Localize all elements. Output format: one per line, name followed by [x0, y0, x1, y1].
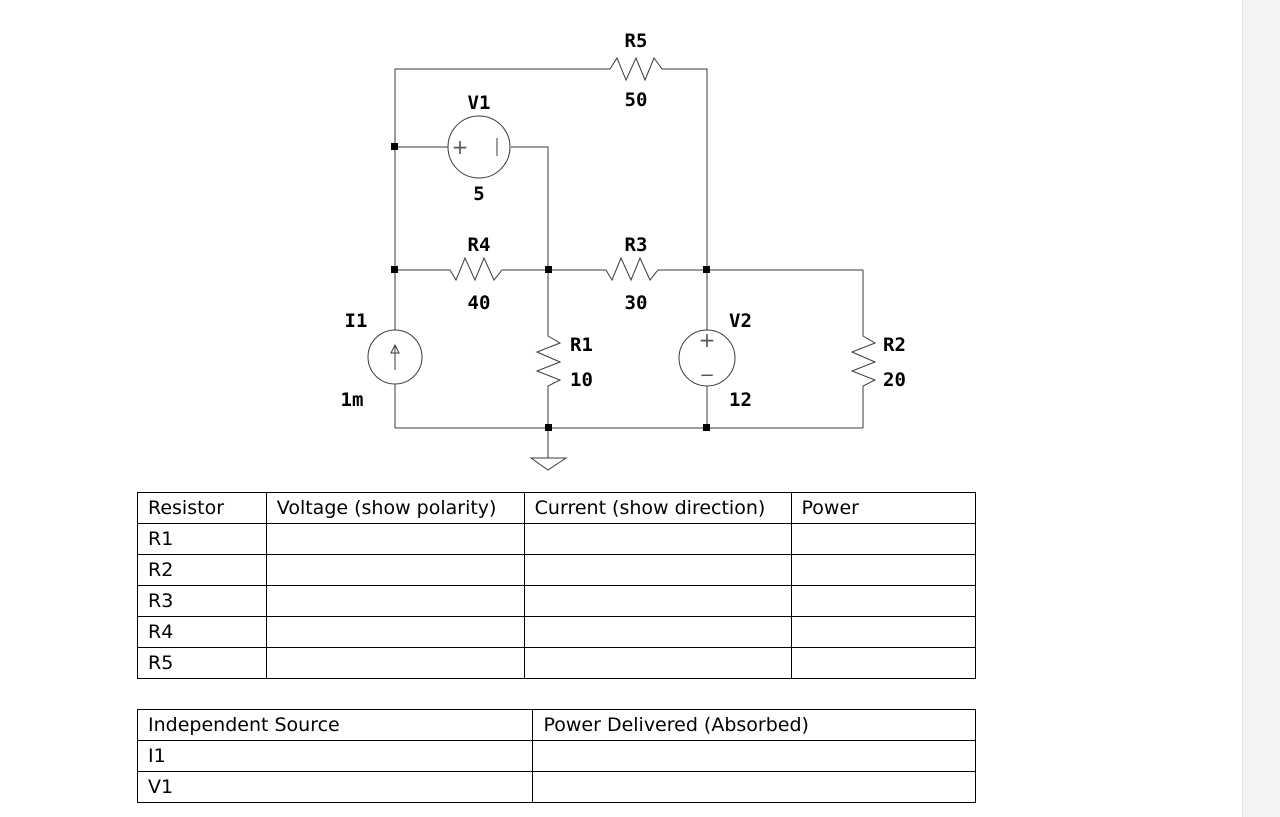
voltage-cell[interactable] [265, 647, 525, 679]
resistor-r2 [850, 330, 877, 390]
table-row: I1 [136, 740, 976, 772]
scrollbar-track[interactable] [1242, 0, 1280, 817]
ground-symbol [529, 457, 568, 471]
header-current: Current (show direction) [523, 492, 792, 524]
table-row: R1 [137, 523, 977, 555]
row-label: R4 [137, 616, 267, 648]
header-power: Power [790, 492, 977, 524]
power-cell[interactable] [790, 616, 977, 648]
voltage-source-v1: + [447, 115, 511, 179]
r3-value: 30 [625, 292, 648, 314]
current-cell[interactable] [523, 616, 792, 648]
wire-top-loop [394, 68, 605, 270]
r1-value: 10 [570, 369, 593, 391]
current-cell[interactable] [523, 554, 792, 586]
circuit-diagram: + + − R5 50 V1 5 R4 40 R3 30 I1 1m R1 10… [341, 30, 906, 471]
v1-value: 5 [473, 183, 484, 205]
voltage-cell[interactable] [265, 554, 525, 586]
table-header-row: Resistor Voltage (show polarity) Current… [137, 492, 977, 524]
junction-nodes [391, 143, 710, 431]
resistor-r1 [535, 330, 562, 392]
resistor-table: Resistor Voltage (show polarity) Current… [137, 492, 977, 679]
r4-name: R4 [468, 234, 491, 256]
v1-name: V1 [468, 92, 491, 114]
table-row: R2 [137, 554, 977, 586]
r2-name: R2 [883, 334, 906, 356]
header-power-delivered: Power Delivered (Absorbed) [532, 709, 976, 741]
v2-plus-sign: + [699, 328, 716, 352]
wires [394, 68, 864, 458]
v1-plus-sign: + [452, 135, 469, 159]
resistor-r5 [605, 56, 667, 82]
row-label: R2 [137, 554, 267, 586]
table-row: R4 [137, 616, 977, 648]
r2-value: 20 [883, 369, 906, 391]
power-cell[interactable] [790, 554, 977, 586]
header-independent-source: Independent Source [136, 709, 534, 741]
source-table: Independent Source Power Delivered (Abso… [136, 709, 976, 803]
voltage-cell[interactable] [265, 585, 525, 617]
header-voltage: Voltage (show polarity) [265, 492, 525, 524]
power-cell[interactable] [790, 523, 977, 555]
table-row: R5 [137, 647, 977, 679]
power-cell[interactable] [790, 585, 977, 617]
voltage-cell[interactable] [265, 616, 525, 648]
table-row: V1 [136, 771, 976, 803]
row-label: R1 [137, 523, 267, 555]
wire-v1-right [511, 146, 549, 270]
row-label: I1 [136, 740, 534, 772]
table-header-row: Independent Source Power Delivered (Abso… [136, 709, 976, 741]
v2-value: 12 [729, 389, 752, 411]
voltage-cell[interactable] [265, 523, 525, 555]
v2-minus-sign: − [699, 365, 714, 386]
i1-name: I1 [345, 310, 368, 332]
r5-name: R5 [625, 30, 648, 52]
r4-value: 40 [468, 292, 491, 314]
header-resistor: Resistor [137, 492, 267, 524]
current-cell[interactable] [523, 585, 792, 617]
row-label: V1 [136, 771, 534, 803]
r5-value: 50 [625, 89, 648, 111]
resistor-r3 [598, 256, 664, 282]
i1-value: 1m [341, 389, 364, 411]
power-cell[interactable] [790, 647, 977, 679]
table-row: R3 [137, 585, 977, 617]
voltage-source-v2: + − [678, 328, 736, 387]
resistor-r4 [442, 256, 508, 282]
row-label: R3 [137, 585, 267, 617]
r3-name: R3 [625, 234, 648, 256]
current-cell[interactable] [523, 523, 792, 555]
wire-r5-right [667, 68, 708, 270]
power-delivered-cell[interactable] [532, 771, 976, 803]
row-label: R5 [137, 647, 267, 679]
current-source-i1 [367, 329, 423, 385]
r1-name: R1 [570, 334, 593, 356]
power-delivered-cell[interactable] [532, 740, 976, 772]
v2-name: V2 [729, 310, 752, 332]
current-cell[interactable] [523, 647, 792, 679]
